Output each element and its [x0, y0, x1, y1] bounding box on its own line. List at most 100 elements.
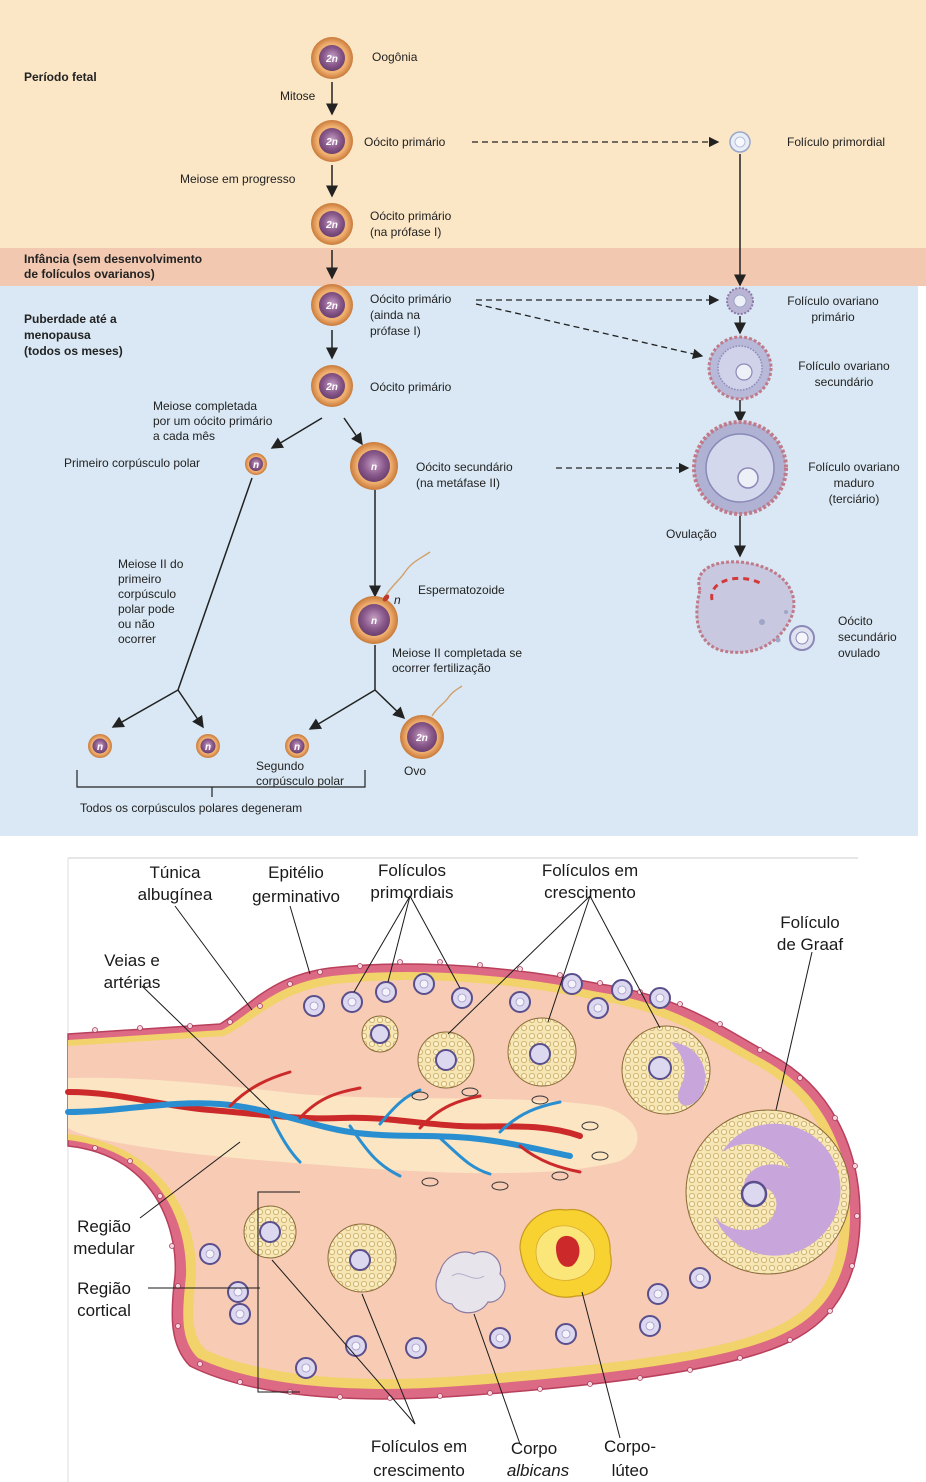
primordial-follicle-nuclei [205, 979, 705, 1373]
fertilizing-oocyte-cell: n [350, 596, 398, 644]
growing-bottom-label-1: Folículos em [371, 1437, 467, 1456]
primordial-label-1: Folículos [378, 861, 446, 880]
ovulated-follicle-icon [695, 560, 815, 654]
svg-text:2n: 2n [325, 382, 338, 393]
meiosis2-polar-label-4: polar pode [118, 602, 175, 616]
fetal-period-label: Período fetal [24, 70, 97, 84]
polar-body-2: n [196, 734, 220, 758]
meiosis2-polar-label-2: primeiro [118, 572, 162, 586]
vessel-loops [411, 1087, 609, 1191]
corpus-luteum [519, 1208, 612, 1298]
growing-follicle-5 [243, 1205, 297, 1259]
luteum-label-1: Corpo- [604, 1437, 656, 1456]
svg-text:2n: 2n [415, 733, 428, 744]
childhood-label-1: Infância (sem desenvolvimento [24, 252, 202, 266]
secondary-follicle-label-1: Folículo ovariano [798, 359, 890, 373]
primary-follicle-label-1: Folículo ovariano [787, 294, 879, 308]
ovum-cell: 2n [400, 685, 463, 759]
albicans-label-1: Corpo [511, 1439, 557, 1458]
epithelium-label-1: Epitélio [268, 863, 324, 882]
growing-top-label-2: crescimento [544, 883, 636, 902]
first-polar-body: n [245, 453, 267, 475]
primary-oocyte-cell-2: 2n [311, 203, 353, 245]
graaf-label-1: Folículo [780, 913, 840, 932]
puberty-label-1: Puberdade até a [24, 312, 117, 326]
main-arrows [270, 82, 381, 598]
primary-prophase-label-1: Oócito primário [370, 209, 452, 223]
mature-follicle-label-3: (terciário) [829, 492, 880, 506]
first-polar-label: Primeiro corpúsculo polar [64, 456, 200, 470]
secondary-follicle-label-2: secundário [815, 375, 874, 389]
polar-bracket [76, 770, 366, 788]
dashed-connectors [472, 136, 720, 474]
mitosis-label: Mitose [280, 89, 316, 103]
albicans-label-2: albicans [507, 1461, 570, 1480]
meiosis-completed-label-1: Meiose completada [153, 399, 257, 413]
medulla-label-2: medular [73, 1239, 135, 1258]
primary-oocyte-cell-1: 2n [311, 120, 353, 162]
meiosis-progress-label: Meiose em progresso [180, 172, 296, 186]
svg-text:2n: 2n [325, 137, 338, 148]
meiosis2-complete-label-2: ocorrer fertilização [392, 661, 491, 675]
polar-body-1: n [88, 734, 112, 758]
growing-follicle-2 [417, 1031, 475, 1089]
puberty-label-2: menopausa [24, 328, 91, 342]
ovum-label: Ovo [404, 764, 426, 778]
graafian-follicle [685, 1109, 851, 1275]
growing-top-label-1: Folículos em [542, 861, 638, 880]
leader-lines [139, 895, 813, 1445]
luteum-label-2: lúteo [612, 1461, 649, 1480]
svg-text:n: n [253, 460, 259, 471]
svg-text:n: n [97, 742, 103, 753]
primordial-follicle-label: Folículo primordial [787, 135, 885, 149]
tunica-label-1: Túnica [149, 863, 201, 882]
ovulated-label-2: secundário [838, 630, 897, 644]
epithelium-cells [92, 959, 860, 1401]
svg-text:n: n [294, 742, 300, 753]
all-degenerate-label: Todos os corpúsculos polares degeneram [80, 801, 302, 815]
svg-text:n: n [205, 742, 211, 753]
tunica-label-2: albugínea [138, 885, 213, 904]
oogenesis-diagram: Período fetal Infância (sem desenvolvime… [0, 0, 926, 836]
primary-oocyte-label-2: Oócito primário [370, 380, 452, 394]
meiosis2-polar-label-1: Meiose II do [118, 557, 184, 571]
veins-label-2: artérias [104, 973, 161, 992]
meiosis-completed-label-3: a cada mês [153, 429, 215, 443]
medulla-label-1: Região [77, 1217, 131, 1236]
graaf-label-2: de Graaf [777, 935, 843, 954]
childhood-band [0, 248, 926, 286]
ovulated-label-1: Oócito [838, 614, 873, 628]
corpus-albicans [435, 1251, 506, 1314]
primary-still-label-1: Oócito primário [370, 292, 452, 306]
primary-follicle-icon [726, 287, 754, 315]
secondary-oocyte-label-2: (na metáfase II) [416, 476, 500, 490]
growing-bottom-label-2: crescimento [373, 1461, 465, 1480]
meiosis2-polar-label-5: ou não [118, 617, 155, 631]
primary-oocyte-label-1: Oócito primário [364, 135, 446, 149]
oogonia-label: Oogônia [372, 50, 418, 64]
primary-still-label-3: prófase I) [370, 324, 421, 338]
ovulation-label: Ovulação [666, 527, 717, 541]
second-polar-label-1: Segundo [256, 759, 304, 773]
veins-label-1: Veias e [104, 951, 160, 970]
secondary-follicle-icon [707, 335, 773, 401]
sperm-icon [382, 551, 431, 602]
meiosis2-polar-label-3: corpúsculo [118, 587, 176, 601]
cortex-label-2: cortical [77, 1301, 131, 1320]
sperm-label: Espermatozoide [418, 583, 505, 597]
sperm-n-label: n [394, 593, 401, 607]
growing-follicle-6 [327, 1223, 397, 1293]
fetal-band [0, 0, 926, 248]
svg-text:n: n [371, 462, 377, 473]
polar-body-3: n [285, 734, 309, 758]
svg-text:2n: 2n [325, 301, 338, 312]
svg-text:2n: 2n [325, 54, 338, 65]
primary-follicle-label-2: primário [811, 310, 855, 324]
primary-oocyte-cell-3: 2n [311, 284, 353, 326]
mature-follicle-label-2: maduro [834, 476, 875, 490]
blood-vessels [65, 1070, 583, 1178]
secondary-oocyte-label-1: Oócito secundário [416, 460, 513, 474]
childhood-label-2: de folículos ovarianos) [24, 267, 155, 281]
branch-arrows [111, 645, 406, 730]
epithelium-label-2: germinativo [252, 887, 340, 906]
